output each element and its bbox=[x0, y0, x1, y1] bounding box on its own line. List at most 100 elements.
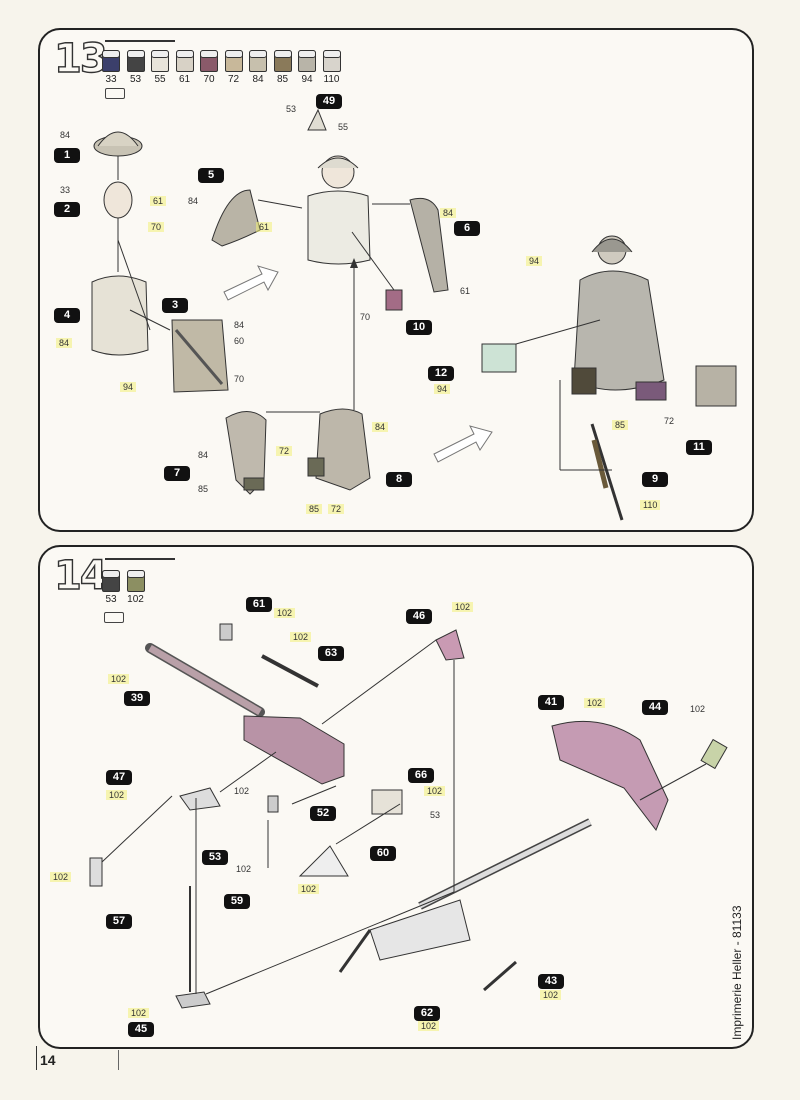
paint-code-label: 94 bbox=[301, 74, 313, 85]
part-44-label: 44 bbox=[642, 700, 668, 715]
paint-code-label: 53 bbox=[129, 74, 142, 85]
code-p12: 94 bbox=[434, 384, 451, 394]
code-p49b: 55 bbox=[338, 122, 349, 132]
part-43-label: 43 bbox=[538, 974, 564, 989]
code-p61: 102 bbox=[274, 608, 296, 618]
part-49-label: 49 bbox=[316, 94, 342, 109]
part-62-label: 62 bbox=[414, 1006, 440, 1021]
code-p47: 102 bbox=[106, 790, 128, 800]
part-11-label: 11 bbox=[686, 440, 712, 455]
part-5-label: 5 bbox=[198, 168, 224, 183]
part-59-label: 59 bbox=[224, 894, 250, 909]
code-p46: 102 bbox=[452, 602, 474, 612]
code-p3b: 60 bbox=[234, 336, 245, 346]
code-p7b: 72 bbox=[276, 446, 293, 456]
code-p62: 102 bbox=[418, 1021, 440, 1031]
code-p57: 102 bbox=[50, 872, 72, 882]
code-p10: 70 bbox=[360, 312, 371, 322]
brush-icon bbox=[105, 40, 175, 42]
part-41-label: 41 bbox=[538, 695, 564, 710]
code-p43: 102 bbox=[540, 990, 562, 1000]
part-63-label: 63 bbox=[318, 646, 344, 661]
paint-code-label: 33 bbox=[105, 74, 117, 85]
glue-icon bbox=[104, 612, 124, 623]
step-14-number: 14 bbox=[53, 552, 108, 599]
code-p41: 102 bbox=[584, 698, 606, 708]
part-10-label: 10 bbox=[406, 320, 432, 335]
code-p66b: 53 bbox=[430, 810, 441, 820]
code-p1: 84 bbox=[60, 130, 71, 140]
code-p45: 102 bbox=[128, 1008, 150, 1018]
imprint-text: Imprimerie Heller - 81133 bbox=[730, 905, 744, 1041]
footer-divider bbox=[118, 1050, 119, 1070]
paint-pot-84: 84 bbox=[249, 50, 267, 85]
glue-icon bbox=[105, 88, 125, 99]
code-p8c: 72 bbox=[328, 504, 345, 514]
code-p39: 102 bbox=[108, 674, 130, 684]
code-p5b: 61 bbox=[256, 222, 273, 232]
part-3-label: 3 bbox=[162, 298, 188, 313]
part-47-label: 47 bbox=[106, 770, 132, 785]
part-57-label: 57 bbox=[106, 914, 132, 929]
code-p3c: 70 bbox=[234, 374, 245, 384]
paint-pot-55: 55 bbox=[151, 50, 169, 85]
paint-code-label: 84 bbox=[252, 74, 264, 85]
paint-code-label: 102 bbox=[127, 594, 144, 605]
code-p6b: 61 bbox=[460, 286, 471, 296]
code-p49a: 53 bbox=[286, 104, 297, 114]
paint-pot-110: 110 bbox=[322, 50, 341, 85]
code-p2a: 33 bbox=[60, 185, 71, 195]
part-8-label: 8 bbox=[386, 472, 412, 487]
paint-pot-33: 33 bbox=[102, 50, 120, 85]
paint-pot-70: 70 bbox=[200, 50, 218, 85]
paint-pot-61: 61 bbox=[175, 50, 194, 85]
part-66-label: 66 bbox=[408, 768, 434, 783]
part-53-label: 53 bbox=[202, 850, 228, 865]
code-p44: 102 bbox=[690, 704, 706, 714]
code-p9b: 110 bbox=[640, 500, 661, 510]
code-p52: 102 bbox=[234, 786, 250, 796]
code-p53: 102 bbox=[236, 864, 252, 874]
part-2-label: 2 bbox=[54, 202, 80, 217]
part-61-label: 61 bbox=[246, 597, 272, 612]
part-45-label: 45 bbox=[128, 1022, 154, 1037]
paint-code-label: 110 bbox=[323, 74, 340, 85]
part-9-label: 9 bbox=[642, 472, 668, 487]
code-p8a: 84 bbox=[372, 422, 389, 432]
code-p2c: 70 bbox=[148, 222, 165, 232]
code-p8b: 85 bbox=[306, 504, 323, 514]
step-13-number: 13 bbox=[53, 35, 108, 82]
code-p7a: 84 bbox=[198, 450, 209, 460]
paint-code-label: 53 bbox=[105, 594, 117, 605]
paint-pot-102: 102 bbox=[126, 570, 145, 605]
code-p7c: 85 bbox=[198, 484, 209, 494]
code-p2b: 61 bbox=[150, 196, 167, 206]
part-52-label: 52 bbox=[310, 806, 336, 821]
code-p63: 102 bbox=[290, 632, 312, 642]
code-p11: 72 bbox=[664, 416, 675, 426]
part-4-label: 4 bbox=[54, 308, 80, 323]
part-1-label: 1 bbox=[54, 148, 80, 163]
code-p60: 102 bbox=[298, 884, 320, 894]
paint-pot-53: 53 bbox=[102, 570, 120, 605]
footer-divider bbox=[36, 1046, 37, 1070]
part-39-label: 39 bbox=[124, 691, 150, 706]
part-7-label: 7 bbox=[164, 466, 190, 481]
code-p4b: 94 bbox=[120, 382, 137, 392]
paint-code-label: 55 bbox=[154, 74, 166, 85]
code-p6a: 84 bbox=[440, 208, 457, 218]
paint-pot-94: 94 bbox=[298, 50, 316, 85]
brush-icon bbox=[105, 558, 175, 560]
part-46-label: 46 bbox=[406, 609, 432, 624]
code-p66a: 102 bbox=[424, 786, 446, 796]
code-p5a: 84 bbox=[188, 196, 199, 206]
code-fig: 94 bbox=[526, 256, 543, 266]
paint-code-label: 85 bbox=[276, 74, 289, 85]
paint-code-label: 61 bbox=[178, 74, 191, 85]
paint-code-label: 70 bbox=[203, 74, 215, 85]
paint-pot-72: 72 bbox=[224, 50, 243, 85]
paint-pot-85: 85 bbox=[273, 50, 292, 85]
code-p3a: 84 bbox=[234, 320, 245, 330]
